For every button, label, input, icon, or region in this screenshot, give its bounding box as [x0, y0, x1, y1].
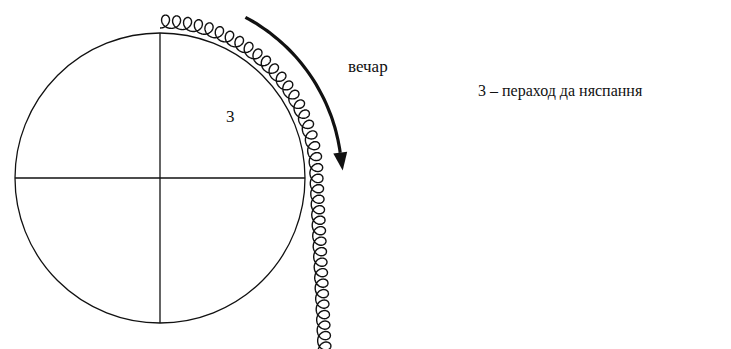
legend-note: 3 – пераход да няспання: [478, 82, 642, 100]
callout-number: 3: [226, 108, 235, 127]
arrow-head: [333, 152, 347, 171]
direction-arrow: [245, 17, 340, 152]
horizontal-axis: [15, 177, 305, 178]
day-circle: [15, 33, 305, 323]
time-label: вечар: [348, 58, 388, 77]
spring-coil: [160, 15, 331, 349]
